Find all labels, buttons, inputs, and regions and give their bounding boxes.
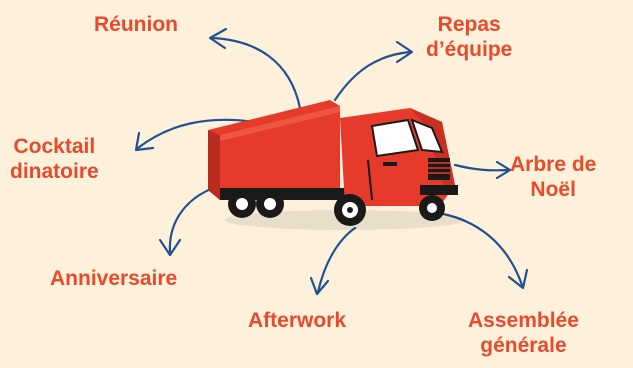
label-anniversaire: Anniversaire <box>50 266 177 291</box>
arrow-repas <box>333 40 414 102</box>
label-arbre-line1: Arbre de <box>510 153 597 176</box>
label-cocktail-line1: Cocktail <box>13 135 96 158</box>
label-repas: Repas d’équipe <box>426 12 512 62</box>
arrow-assemblee <box>430 210 529 290</box>
label-arbre: Arbre de Noël <box>510 152 596 202</box>
label-reunion-line: Réunion <box>94 13 178 36</box>
label-afterwork-line: Afterwork <box>248 309 347 332</box>
label-repas-line1: Repas <box>437 13 501 36</box>
arrow-afterwork <box>309 226 357 296</box>
arrow-reunion <box>208 27 302 110</box>
arrow-cocktail <box>134 118 257 152</box>
label-repas-line2: d’équipe <box>426 38 513 61</box>
label-reunion: Réunion <box>94 12 178 37</box>
arrow-anniversaire <box>158 183 224 257</box>
label-cocktail-line2: dinatoire <box>10 160 99 183</box>
label-anniversaire-line: Anniversaire <box>50 267 178 290</box>
label-afterwork: Afterwork <box>248 308 346 333</box>
label-cocktail: Cocktail dinatoire <box>10 134 99 184</box>
truck-icon <box>208 100 465 230</box>
label-assemblee-line2: générale <box>480 334 567 357</box>
label-assemblee-line1: Assemblée <box>468 309 579 332</box>
arrow-arbre <box>453 160 512 180</box>
label-assemblee: Assemblée générale <box>468 308 579 358</box>
label-arbre-line2: Noël <box>530 178 576 201</box>
